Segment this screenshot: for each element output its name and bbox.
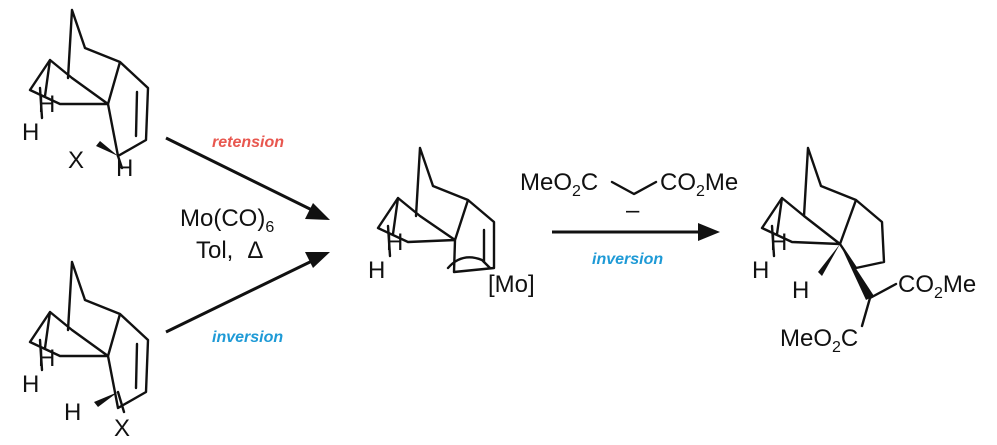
atom-h: H	[38, 345, 55, 372]
atom-h: H	[792, 277, 809, 304]
step-label-inversion: inversion	[212, 329, 283, 346]
reactant-top: H H X H	[22, 8, 150, 182]
malonate-nucleophile: MeO2C CO2Me –	[520, 169, 738, 224]
atom-h: H	[770, 229, 787, 256]
atom-x: X	[68, 147, 84, 174]
step-label-retension: retension	[212, 134, 284, 151]
atom-h: H	[386, 229, 403, 256]
malonate-ester-left: MeO2C	[520, 169, 598, 200]
reactant-bottom: H H H X	[22, 260, 150, 442]
carbanion-charge: –	[626, 197, 640, 224]
atom-h: H	[752, 257, 769, 284]
reagent-conditions: Tol,Δ	[196, 237, 263, 264]
atom-h: H	[22, 119, 39, 146]
intermediate-allyl-mo: H H [Mo]	[368, 146, 535, 298]
arrow-right	[552, 223, 720, 241]
atom-x: X	[114, 415, 130, 442]
product-ester-right: CO2Me	[898, 271, 976, 302]
atom-h: H	[38, 91, 55, 118]
product-ester-left: MeO2C	[780, 325, 858, 356]
atom-h: H	[116, 155, 133, 182]
malonate-ester-right: CO2Me	[660, 169, 738, 200]
reagent-catalyst: Mo(CO)6	[180, 205, 274, 236]
arrow-top	[165, 136, 330, 220]
step-label-inversion-right: inversion	[592, 251, 663, 268]
metal-label: [Mo]	[488, 271, 535, 298]
arrow-bottom	[165, 252, 330, 334]
product: H H H CO2Me MeO2C	[752, 146, 976, 356]
atom-h: H	[368, 257, 385, 284]
atom-h: H	[64, 399, 81, 426]
atom-h: H	[22, 371, 39, 398]
